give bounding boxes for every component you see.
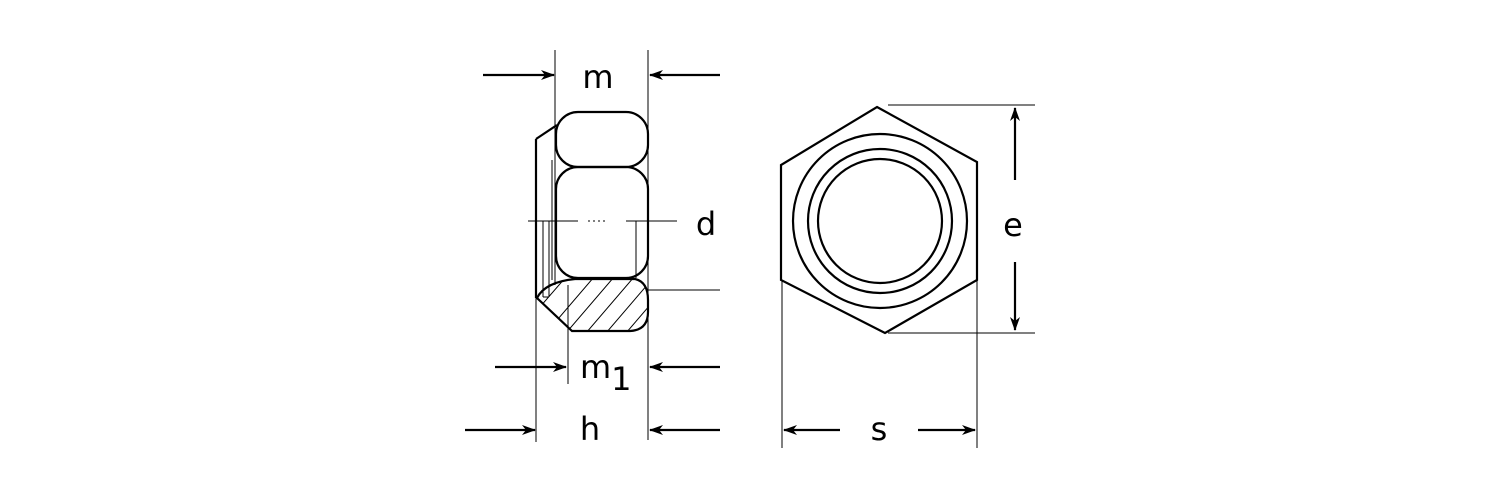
washer-face-circle <box>791 132 969 310</box>
label-s: s <box>871 410 888 448</box>
hexagon-outline <box>779 105 979 335</box>
side-view: m m1 h d <box>465 50 720 448</box>
nut-side-outline <box>534 110 650 333</box>
label-d: d <box>696 205 716 243</box>
label-m1: m1 <box>580 348 632 398</box>
bore-circle <box>816 157 944 285</box>
front-view: e s <box>779 104 1035 448</box>
label-h: h <box>580 410 600 448</box>
insert-circle <box>806 147 954 295</box>
label-m1-base: m <box>580 348 611 386</box>
label-m: m <box>582 58 613 96</box>
label-e: e <box>1003 206 1023 244</box>
label-m1-subscript: 1 <box>611 360 631 398</box>
